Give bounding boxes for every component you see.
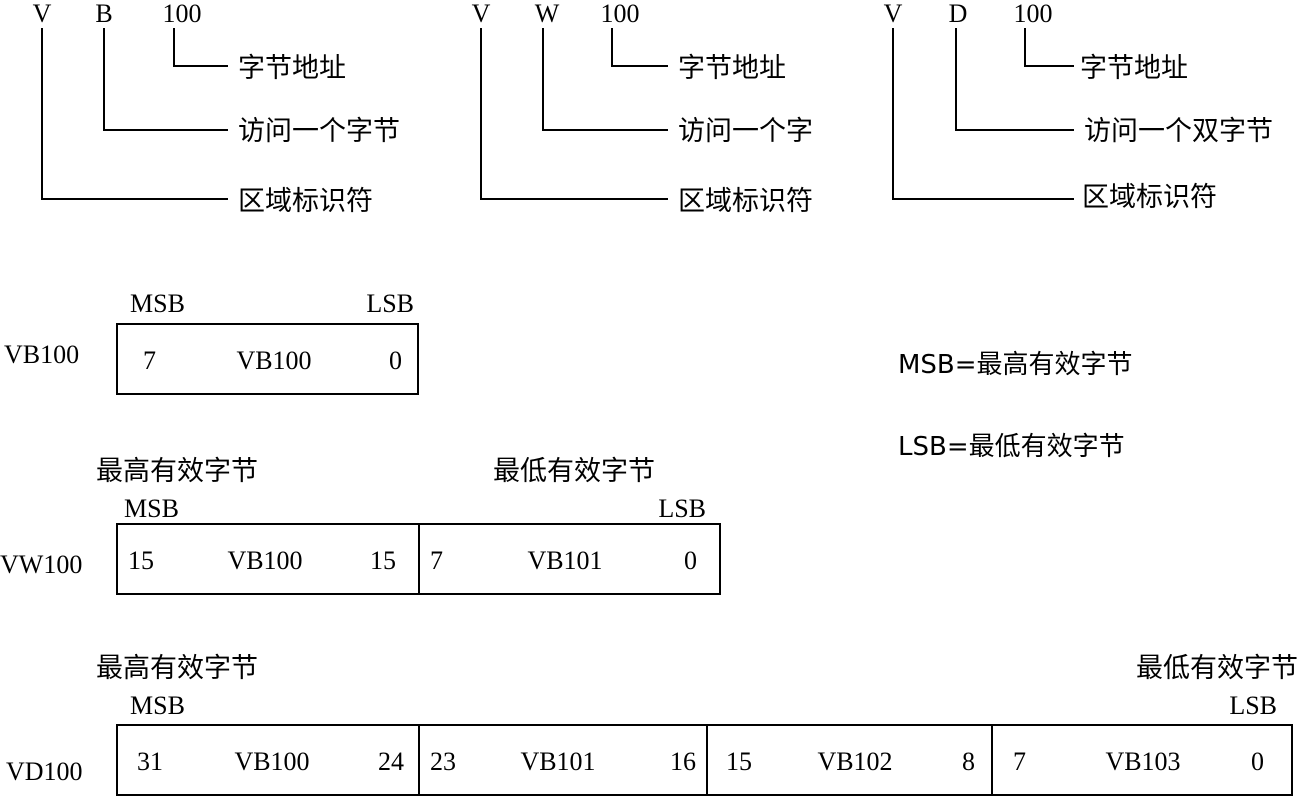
- leader-line-address: [173, 28, 228, 67]
- bit-low: 15: [370, 546, 396, 575]
- area-label: 区域标识符: [678, 186, 813, 217]
- bit-low: 16: [670, 747, 696, 776]
- type-letter: B: [95, 0, 112, 28]
- leader-line-area: [41, 28, 228, 200]
- doubleword-layout-vd100: 最高有效字节 最低有效字节 MSB LSB VD100 31 VB100 24 …: [6, 653, 1298, 796]
- lsb-label: LSB: [658, 494, 706, 523]
- area-label: 区域标识符: [1082, 182, 1217, 213]
- address-number: 100: [163, 0, 202, 28]
- area-label: 区域标识符: [238, 186, 373, 217]
- bit-low: 24: [378, 747, 404, 776]
- bit-high: 7: [143, 346, 156, 375]
- address-format-doubleword: V D 100 字节地址 访问一个双字节 区域标识符: [884, 0, 1273, 213]
- address-number: 100: [601, 0, 640, 28]
- leader-line-type: [103, 28, 228, 131]
- bit-low: 0: [389, 346, 402, 375]
- bit-high: 15: [128, 546, 154, 575]
- msb-note: MSB=最高有效字节: [898, 350, 1133, 380]
- lsb-note: LSB=最低有效字节: [898, 432, 1125, 462]
- low-byte-label: 最低有效字节: [493, 456, 655, 487]
- byte-label: VB101: [527, 546, 602, 575]
- address-number: 100: [1014, 0, 1053, 28]
- byte-label: VB100: [234, 747, 309, 776]
- leader-line-area: [892, 28, 1074, 200]
- msb-label: MSB: [124, 494, 179, 523]
- bit-low: 0: [684, 546, 697, 575]
- type-letter: D: [949, 0, 968, 28]
- lsb-label: LSB: [1229, 691, 1277, 720]
- bit-high: 31: [137, 747, 163, 776]
- address-format-word: V W 100 字节地址 访问一个字 区域标识符: [472, 0, 813, 217]
- register-box: [116, 724, 1293, 796]
- bit-high: 7: [1013, 747, 1026, 776]
- bit-low: 8: [962, 747, 975, 776]
- bit-high: 15: [726, 747, 752, 776]
- address-label: 字节地址: [1080, 53, 1188, 84]
- type-letter: W: [535, 0, 560, 28]
- type-label: 访问一个字: [678, 116, 813, 147]
- leader-line-address: [1024, 28, 1074, 67]
- row-name: VB100: [4, 340, 79, 369]
- area-letter: V: [472, 0, 491, 28]
- bit-high: 7: [430, 546, 443, 575]
- area-letter: V: [884, 0, 903, 28]
- msb-label: MSB: [130, 289, 185, 318]
- leader-line-type: [955, 28, 1074, 131]
- low-byte-label: 最低有效字节: [1136, 653, 1298, 684]
- high-byte-label: 最高有效字节: [96, 653, 258, 684]
- byte-label: VB102: [817, 747, 892, 776]
- address-label: 字节地址: [678, 53, 786, 84]
- bit-low: 0: [1251, 747, 1264, 776]
- bit-high: 23: [430, 747, 456, 776]
- leader-line-type: [542, 28, 668, 131]
- lsb-label: LSB: [366, 289, 414, 318]
- register-box: [116, 323, 419, 395]
- address-label: 字节地址: [238, 53, 346, 84]
- row-name: VW100: [0, 550, 82, 579]
- byte-label: VB100: [236, 346, 311, 375]
- leader-line-address: [611, 28, 668, 67]
- byte-label: VB103: [1105, 747, 1180, 776]
- leader-line-area: [480, 28, 668, 200]
- area-letter: V: [33, 0, 52, 28]
- address-format-byte: V B 100 字节地址 访问一个字节 区域标识符: [33, 0, 400, 217]
- byte-label: VB100: [227, 546, 302, 575]
- type-label: 访问一个字节: [238, 116, 400, 147]
- msb-label: MSB: [130, 691, 185, 720]
- byte-label: VB101: [520, 747, 595, 776]
- type-label: 访问一个双字节: [1084, 116, 1273, 147]
- row-name: VD100: [6, 757, 83, 786]
- byte-layout-vb100: VB100 MSB LSB 7 VB100 0: [4, 289, 419, 395]
- word-layout-vw100: 最高有效字节 最低有效字节 MSB LSB VW100 15 VB100 15 …: [0, 456, 721, 595]
- high-byte-label: 最高有效字节: [96, 456, 258, 487]
